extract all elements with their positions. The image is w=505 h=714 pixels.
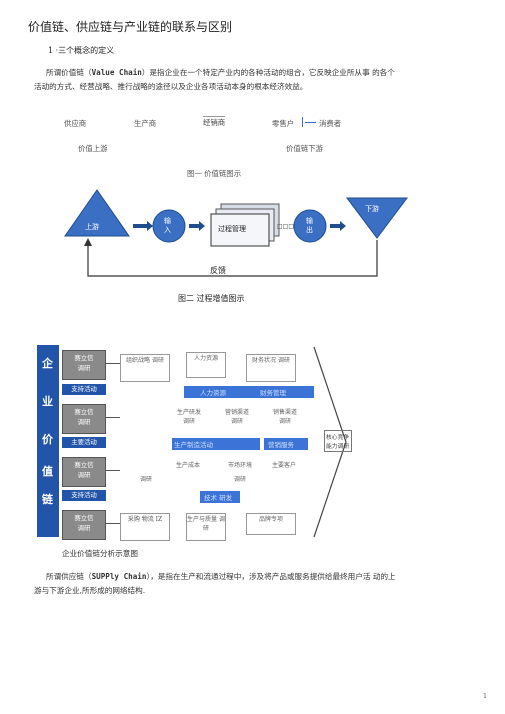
- label-customer: 主要客户: [272, 462, 297, 469]
- connector-1: [106, 363, 120, 364]
- sidebar-char-2: 业: [42, 395, 53, 408]
- band-fin-label: 财务管理: [260, 389, 286, 397]
- band-sale-label: 营销服务: [268, 441, 294, 449]
- feedback-label: 反馈: [210, 266, 226, 275]
- core-competence-label: 核心竞争能力调研: [324, 430, 352, 452]
- box-sales: 销售渠道 调研: [272, 409, 297, 425]
- figure1-caption: 图一 价值链图示: [187, 169, 242, 178]
- upstream-label: 上游: [85, 223, 99, 231]
- process-diagram: [64, 189, 408, 277]
- label-environment: 市场环境: [228, 462, 253, 469]
- dots-label: □□□: [277, 223, 295, 230]
- downstream-label: 下游: [365, 205, 379, 213]
- enterprise-value-chain-sidebar: 企 业 价 值 链: [37, 345, 59, 537]
- para1-prefix: 所谓价值链（: [46, 68, 92, 77]
- figure2-caption: 图二 过程增值图示: [178, 294, 245, 303]
- para2-line2: 游与下游企业,所形成的网络结构.: [34, 586, 146, 595]
- figure3-caption: 企业价值链分析示意图: [62, 549, 138, 558]
- connector-3: [106, 470, 120, 471]
- survey-button-1: 赛立信 调研: [62, 350, 106, 380]
- label-value-downstream: 价值链下游: [286, 144, 323, 153]
- sidebar-char-4: 值: [42, 465, 53, 478]
- upstream-triangle: [64, 189, 130, 237]
- band-hr-finance: 人力资源 财务管理: [184, 386, 314, 398]
- page-number: 1: [483, 693, 487, 700]
- band-hr-label: 人力资源: [200, 389, 226, 397]
- box-production: 生产研发 调研: [176, 409, 201, 425]
- box-finance: 财务状况 调研: [246, 354, 296, 382]
- survey-button-4: 赛立信 调研: [62, 510, 106, 540]
- input-label: 输 入: [164, 217, 171, 234]
- support-activity-1: 支持活动: [62, 384, 106, 395]
- arrow-2: [189, 221, 205, 231]
- box-quality: 生产与质量 调研: [186, 513, 226, 541]
- sidebar-char-3: 价: [42, 433, 53, 446]
- term-value-chain: Value Chain: [91, 68, 142, 77]
- chain-arrow-line: [305, 122, 316, 123]
- downstream-triangle: [346, 197, 408, 239]
- main-activity: 主要活动: [62, 437, 106, 448]
- survey-button-2: 赛立信 调研: [62, 404, 106, 434]
- band-production: 生产制造活动: [172, 438, 260, 450]
- connector-2: [106, 417, 120, 418]
- band-sales: 营销服务: [264, 438, 308, 450]
- connector-4: [106, 523, 120, 524]
- paragraph-value-chain: 所谓价值链（Value Chain）是指企业在一个特定产业内的各种活动的组合，它…: [34, 66, 474, 94]
- support-activity-2: 支持活动: [62, 490, 106, 501]
- para2-line1: ），是指在生产和流通过程中，涉及将产品或服务提供给最终用户活 动的上: [146, 572, 396, 581]
- label-consumer: 消费者: [319, 119, 342, 128]
- band-prod-label: 生产制造活动: [174, 441, 213, 449]
- chain-separator: [302, 117, 303, 127]
- box-org-strategy: 组织战略 调研: [120, 354, 170, 382]
- label-retailer: 零售户: [272, 119, 295, 128]
- arrow-4: [330, 221, 346, 231]
- feedback-arrowhead: [84, 238, 92, 246]
- band-tech: 技术 研发: [200, 491, 240, 503]
- right-chevron: [313, 346, 347, 538]
- process-card: [210, 213, 270, 247]
- para2-prefix: 所谓供应链（: [46, 572, 92, 581]
- para1-line2: 活动的方式、经营战略、推行战略的途径以及企业各项活动本身的根本经济效益。: [34, 82, 308, 91]
- label-value-upstream: 价值上游: [78, 144, 108, 153]
- input-circle: [152, 209, 186, 243]
- label-supplier: 供应商: [64, 119, 87, 128]
- label-research: 调研: [140, 476, 153, 483]
- box-brand: 品牌专项: [246, 513, 296, 535]
- survey-button-3: 赛立信 调研: [62, 457, 106, 487]
- label-producer: 生产商: [134, 119, 157, 128]
- feedback-line: [87, 240, 378, 277]
- arrow-1: [133, 221, 153, 231]
- band-tech-label: 技术 研发: [204, 494, 233, 502]
- output-circle: [293, 209, 327, 243]
- section-heading: 1 ·三个概念的定义: [48, 46, 115, 55]
- term-supply-chain: SUPPly Chain: [91, 572, 147, 581]
- para1-line1: ）是指企业在一个特定产业内的各种活动的组合，它反映企业所从事 的各个: [141, 68, 395, 77]
- box-channel: 营销渠道 调研: [224, 409, 249, 425]
- sidebar-char-5: 链: [42, 493, 53, 506]
- box-purchase: 采购 物流 IZ: [120, 513, 170, 541]
- sidebar-char-1: 企: [42, 357, 53, 370]
- paragraph-supply-chain: 所谓供应链（SUPPly Chain），是指在生产和流通过程中，涉及将产品或服务…: [34, 570, 474, 598]
- box-hr: 人力资源: [186, 352, 226, 378]
- label-cost: 生产成本: [176, 462, 201, 469]
- output-label: 输 出: [306, 217, 313, 234]
- label-distributor: 经销商: [203, 116, 226, 127]
- label-research-2: 调研: [234, 476, 247, 483]
- page-title: 价值链、供应链与产业链的联系与区别: [28, 20, 233, 34]
- process-label: 过程管理: [218, 225, 246, 233]
